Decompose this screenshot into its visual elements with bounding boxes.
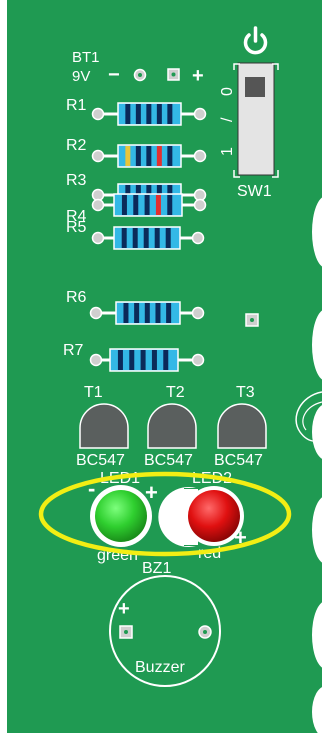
resistor-ref: R1 xyxy=(66,97,87,114)
resistor-band xyxy=(155,195,161,215)
resistor-band xyxy=(135,104,141,124)
resistor-band xyxy=(163,350,169,370)
resistor-ref: R3 xyxy=(66,172,87,189)
resistor-pad[interactable] xyxy=(91,231,105,245)
resistor-band xyxy=(134,303,140,323)
resistor-r1: R1 xyxy=(66,97,207,126)
resistor-band xyxy=(125,146,131,166)
resistor-ref: R4 xyxy=(66,208,87,225)
resistor-pad[interactable] xyxy=(193,107,207,121)
battery-bt1: BT1 9V − + xyxy=(72,49,204,87)
switch-knob[interactable] xyxy=(245,77,265,97)
resistor-band xyxy=(133,195,139,215)
switch-on-mark: 1 xyxy=(219,147,236,156)
resistor-ref: R7 xyxy=(63,342,84,359)
mounting-outline xyxy=(295,391,322,442)
resistor-ref: R6 xyxy=(66,289,87,306)
resistor-band xyxy=(165,228,171,248)
battery-ref: BT1 xyxy=(72,49,100,66)
resistor-band xyxy=(125,104,131,124)
resistor-band xyxy=(156,104,162,124)
transistor-type: BC547 xyxy=(76,452,125,469)
resistor-r2: R2 xyxy=(66,137,207,168)
transistor-ref: T1 xyxy=(84,384,103,401)
resistor-pad[interactable] xyxy=(193,149,207,163)
resistor-band xyxy=(121,195,127,215)
buzzer-body[interactable] xyxy=(109,575,221,687)
resistor-band xyxy=(144,195,150,215)
resistor-ref: R2 xyxy=(66,137,87,154)
resistor-band xyxy=(121,228,127,248)
transistor-type: BC547 xyxy=(144,452,193,469)
resistor-pad[interactable] xyxy=(193,198,207,212)
switch-slash: / xyxy=(219,117,236,122)
resistor-band xyxy=(154,228,160,248)
resistor-r5: R5 xyxy=(66,219,205,250)
resistor-band xyxy=(146,146,152,166)
battery-value: 9V xyxy=(72,68,90,85)
resistor-ref: R5 xyxy=(66,219,87,236)
transistor-body[interactable] xyxy=(217,403,267,449)
battery-minus-sign: − xyxy=(108,64,120,86)
led-lens[interactable] xyxy=(95,490,147,542)
resistor-band xyxy=(155,303,161,323)
buzzer-bz1: BZ1 + Buzzer xyxy=(109,560,221,687)
transistor-t2: T2 BC547 xyxy=(144,384,197,469)
resistor-band xyxy=(129,350,135,370)
buzzer-label: Buzzer xyxy=(135,659,185,676)
resistor-pad[interactable] xyxy=(91,107,105,121)
resistor-band xyxy=(166,303,172,323)
switch-ref: SW1 xyxy=(237,183,272,200)
buzzer-ref: BZ1 xyxy=(142,560,171,577)
battery-plus-sign: + xyxy=(192,65,204,87)
transistor-body[interactable] xyxy=(79,403,129,449)
resistor-band xyxy=(167,104,173,124)
transistor-t1: T1 BC547 xyxy=(76,384,129,469)
resistor-pad[interactable] xyxy=(91,149,105,163)
led-lens[interactable] xyxy=(188,490,240,542)
led-highlight-ring xyxy=(38,471,292,557)
resistor-band xyxy=(151,350,157,370)
resistor-pad[interactable] xyxy=(89,306,103,320)
resistor-band xyxy=(132,228,138,248)
resistor-band xyxy=(167,195,173,215)
resistor-pad[interactable] xyxy=(91,198,105,212)
resistor-band xyxy=(146,104,152,124)
resistor-r4: R4 xyxy=(66,193,207,225)
resistor-band xyxy=(167,146,173,166)
transistor-t3: T3 BC547 xyxy=(214,384,267,469)
resistor-band xyxy=(123,303,129,323)
led-rim xyxy=(158,486,196,547)
resistor-pad[interactable] xyxy=(191,306,205,320)
resistor-band xyxy=(143,228,149,248)
resistor-pad[interactable] xyxy=(191,231,205,245)
resistor-band xyxy=(117,350,123,370)
switch-off-mark: 0 xyxy=(219,87,236,96)
switch-sw1[interactable]: 1 / 0 SW1 xyxy=(219,26,279,200)
resistor-band xyxy=(135,146,141,166)
resistor-band xyxy=(140,350,146,370)
resistor-band xyxy=(156,146,162,166)
resistor-pad[interactable] xyxy=(89,353,103,367)
transistor-ref: T2 xyxy=(166,384,185,401)
led-plus-sign: + xyxy=(145,480,158,505)
transistor-body[interactable] xyxy=(147,403,197,449)
resistor-r7: R7 xyxy=(63,342,205,372)
power-icon xyxy=(243,26,268,55)
edge-cutouts xyxy=(312,197,322,733)
transistor-type: BC547 xyxy=(214,452,263,469)
resistor-band xyxy=(144,303,150,323)
resistor-pad[interactable] xyxy=(191,353,205,367)
led-minus-sign: - xyxy=(88,476,95,501)
transistor-ref: T3 xyxy=(236,384,255,401)
buzzer-plus-sign: + xyxy=(118,598,130,620)
resistor-r6: R6 xyxy=(66,289,205,325)
